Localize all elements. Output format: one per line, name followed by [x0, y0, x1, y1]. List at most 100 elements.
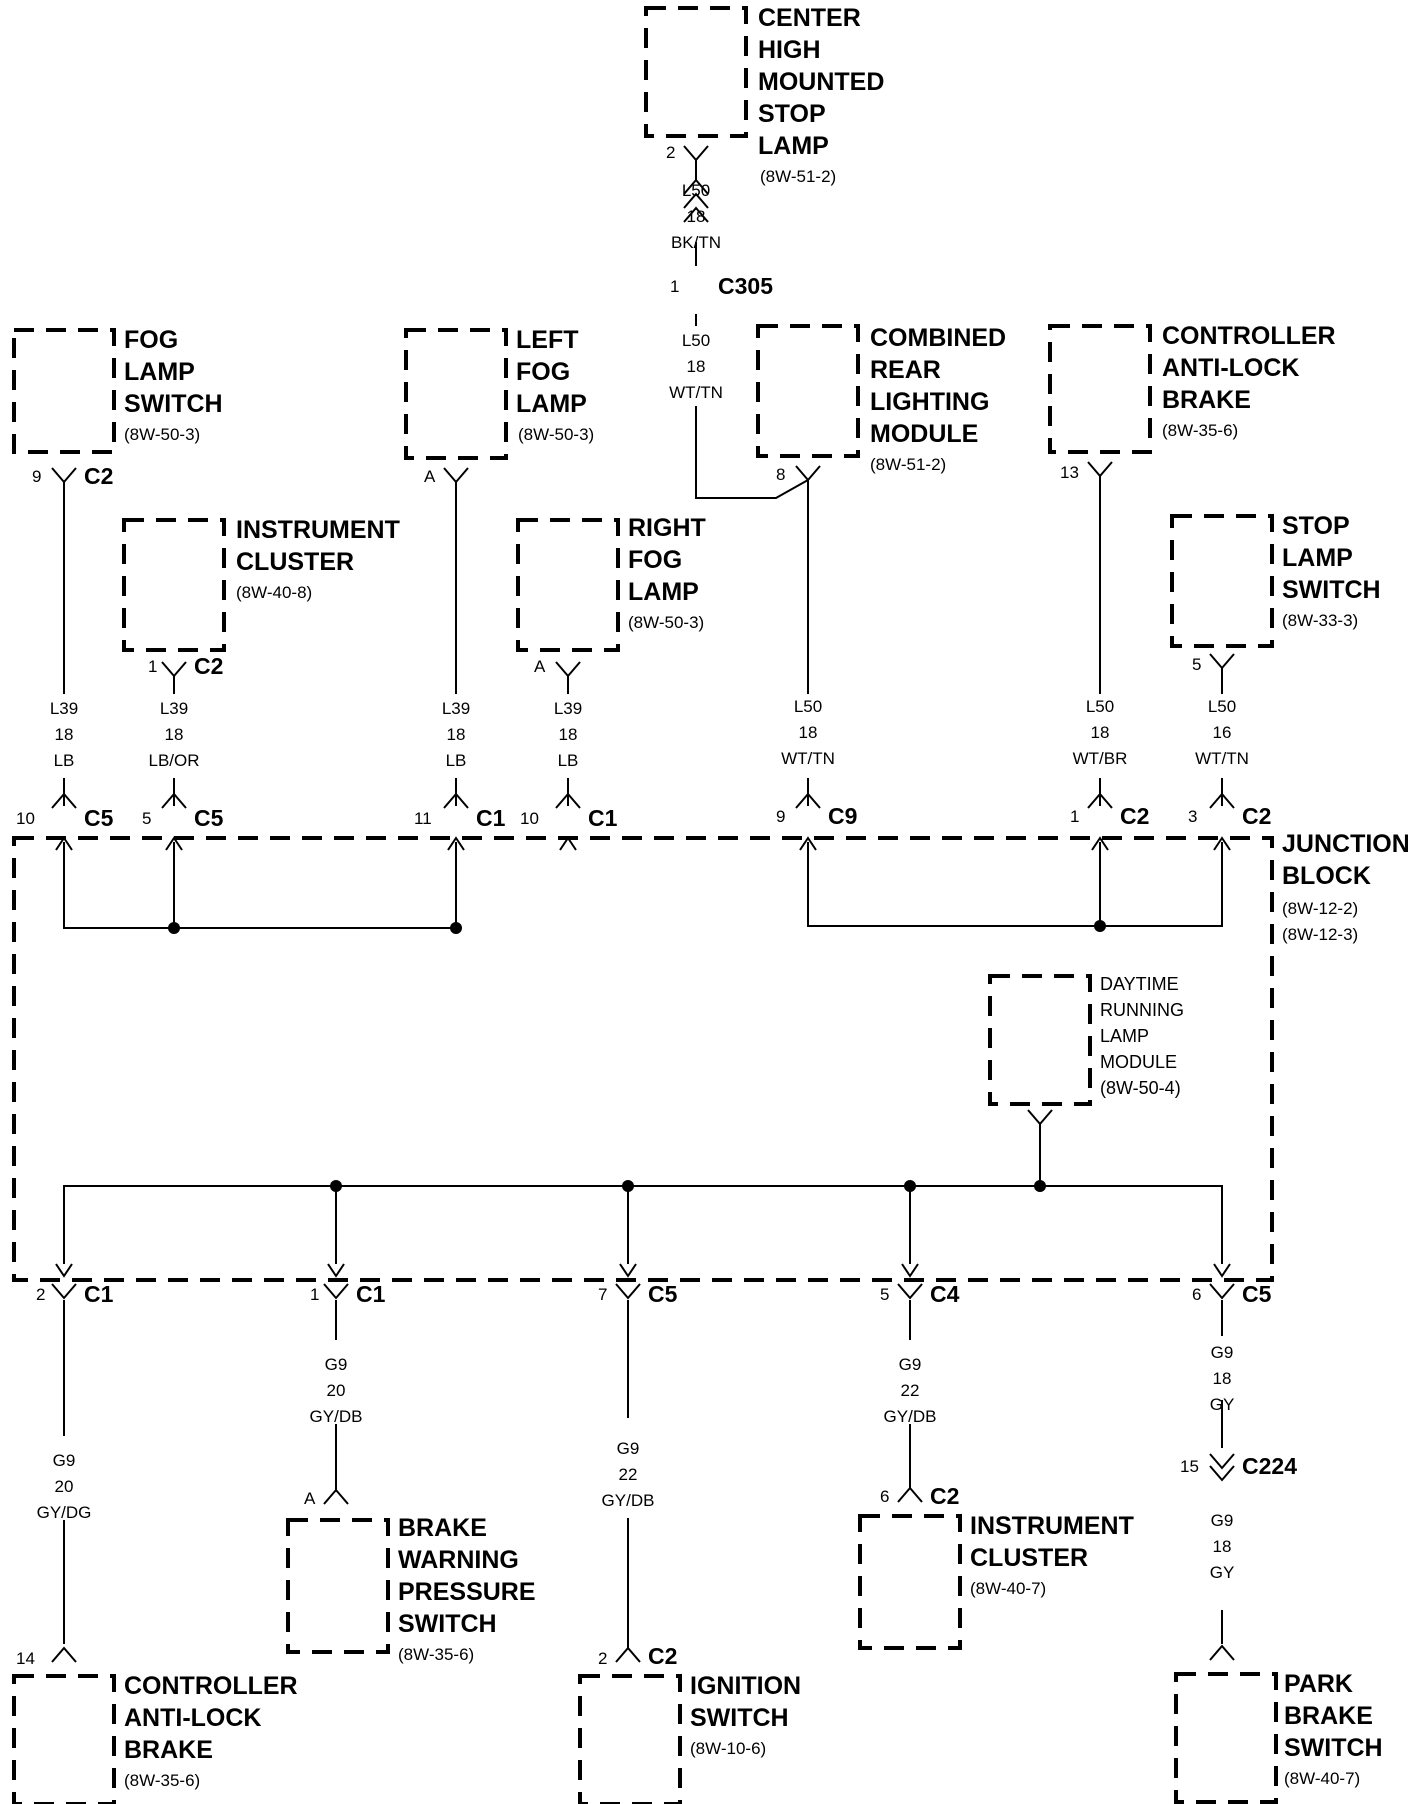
ic-bot-ref: (8W-40-7): [970, 1579, 1046, 1598]
wire-cab-top-color: WT/BR: [1073, 749, 1128, 768]
stop-switch-ref: (8W-33-3): [1282, 611, 1358, 630]
cab-top-line-3: BRAKE: [1162, 386, 1251, 414]
drl-line-1: DAYTIME: [1100, 974, 1179, 994]
wire-labels: L50 18 BK/TN L50 18 WT/TN L39 18 LB L39 …: [37, 181, 1249, 1582]
brake-warn-line-2: WARNING: [398, 1546, 519, 1574]
pin-cab-bot: 14: [16, 1649, 35, 1668]
wire-stop-sw-color: WT/TN: [1195, 749, 1249, 768]
left-fog-label: LEFT FOG LAMP (8W-50-3): [516, 326, 594, 444]
wire-c305-crlm-color: WT/TN: [669, 383, 723, 402]
fog-switch-label: FOG LAMP SWITCH (8W-50-3): [124, 326, 223, 444]
brake-warn-label: BRAKE WARNING PRESSURE SWITCH (8W-35-6): [398, 1514, 536, 1664]
wire-crlm-jb-gauge: 18: [799, 723, 818, 742]
conn-jb-c1-1: C1: [356, 1281, 386, 1307]
pin-jb-c1-11: 11: [414, 809, 432, 828]
wire-chmsl-c305-color: BK/TN: [671, 233, 721, 252]
drl-label: DAYTIME RUNNING LAMP MODULE (8W-50-4): [1100, 974, 1184, 1098]
wire-fog-sw-gauge: 18: [55, 725, 74, 744]
crlm-ref: (8W-51-2): [870, 455, 946, 474]
drl-line-3: LAMP: [1100, 1026, 1149, 1046]
wire-chmsl-c305-gauge: 18: [687, 207, 706, 226]
cab-bot-box: [12, 1674, 116, 1804]
right-fog-label: RIGHT FOG LAMP (8W-50-3): [628, 514, 706, 632]
wire-cab-top-circuit: L50: [1086, 697, 1114, 716]
crlm-line-1: COMBINED: [870, 324, 1006, 352]
crlm-box: [756, 324, 860, 458]
cab-bot-line-3: BRAKE: [124, 1736, 213, 1764]
wire-park-upper-gauge: 18: [1213, 1369, 1232, 1388]
ignition-line-1: IGNITION: [690, 1672, 801, 1700]
wire-ignition-gauge: 22: [619, 1465, 638, 1484]
wire-brake-warn-gauge: 20: [327, 1381, 346, 1400]
cab-bot-label: CONTROLLER ANTI-LOCK BRAKE (8W-35-6): [124, 1672, 298, 1790]
pin-jb-c2-3: 3: [1188, 807, 1197, 826]
ic-top-label: INSTRUMENT CLUSTER (8W-40-8): [236, 516, 400, 602]
pin-jb-c1-2: 2: [36, 1285, 45, 1304]
brake-warn-line-1: BRAKE: [398, 1514, 487, 1542]
conn-ic-top: C2: [194, 653, 223, 679]
drl-line-2: RUNNING: [1100, 1000, 1184, 1020]
wire-crlm-jb-color: WT/TN: [781, 749, 835, 768]
park-brake-line-3: SWITCH: [1284, 1734, 1383, 1762]
pin-jb-c1-10: 10: [520, 809, 539, 828]
stop-switch-box: [1170, 514, 1274, 648]
wire-fog-sw-circuit: L39: [50, 699, 78, 718]
pin-crlm: 8: [776, 465, 785, 484]
chmsl-ref: (8W-51-2): [760, 167, 836, 186]
crlm-line-4: MODULE: [870, 420, 978, 448]
pin-jb-c5-6: 6: [1192, 1285, 1201, 1304]
park-brake-box: [1174, 1672, 1278, 1804]
junction-line-2: BLOCK: [1282, 862, 1371, 890]
wire-park-upper-color: GY: [1210, 1395, 1235, 1414]
ic-bot-line-2: CLUSTER: [970, 1544, 1088, 1572]
brake-warn-line-3: PRESSURE: [398, 1578, 536, 1606]
right-fog-line-1: RIGHT: [628, 514, 706, 542]
wire-cab-top-gauge: 18: [1091, 723, 1110, 742]
conn-jb-c5-5: C5: [194, 805, 224, 831]
wire-ic-top-color: LB/OR: [148, 751, 199, 770]
pin-left-fog: A: [424, 467, 436, 486]
conn-jb-c4-5: C4: [930, 1281, 960, 1307]
conn-ignition: C2: [648, 1643, 677, 1669]
pin-ic-top: 1: [148, 657, 157, 676]
wire-ignition-circuit: G9: [617, 1439, 640, 1458]
wire-left-fog-circuit: L39: [442, 699, 470, 718]
ignition-line-2: SWITCH: [690, 1704, 789, 1732]
pin-jb-c1-1: 1: [310, 1285, 319, 1304]
wire-left-fog-gauge: 18: [447, 725, 466, 744]
wire-ignition-color: GY/DB: [602, 1491, 655, 1510]
pin-stop-switch: 5: [1192, 655, 1201, 674]
left-fog-line-3: LAMP: [516, 390, 587, 418]
pin-brake-warn: A: [304, 1489, 316, 1508]
conn-jb-c5-6: C5: [1242, 1281, 1272, 1307]
conn-jb-c2-3: C2: [1242, 803, 1271, 829]
right-fog-ref: (8W-50-3): [628, 613, 704, 632]
fog-switch-box: [12, 328, 116, 454]
cab-top-line-2: ANTI-LOCK: [1162, 354, 1299, 382]
conn-jb-c9-9: C9: [828, 803, 857, 829]
pin-c305: 1: [670, 277, 679, 296]
fog-switch-ref: (8W-50-3): [124, 425, 200, 444]
junction-line-1: JUNCTION: [1282, 830, 1408, 858]
right-fog-box: [516, 518, 620, 652]
left-fog-ref: (8W-50-3): [518, 425, 594, 444]
wire-c305-crlm-gauge: 18: [687, 357, 706, 376]
stop-switch-label: STOP LAMP SWITCH (8W-33-3): [1282, 512, 1381, 630]
cab-top-ref: (8W-35-6): [1162, 421, 1238, 440]
wire-park-upper-circuit: G9: [1211, 1343, 1234, 1362]
wire-ic-bot-color: GY/DB: [884, 1407, 937, 1426]
ic-bot-label: INSTRUMENT CLUSTER (8W-40-7): [970, 1512, 1134, 1598]
conn-ic-bot: C2: [930, 1483, 959, 1509]
conn-jb-c1-11: C1: [476, 805, 506, 831]
chmsl-label: CENTER HIGH MOUNTED STOP LAMP (8W-51-2): [758, 4, 884, 186]
cab-top-box: [1048, 324, 1152, 454]
wire-crlm-jb-circuit: L50: [794, 697, 822, 716]
pin-jb-c2-1: 1: [1070, 807, 1079, 826]
conn-jb-c1-10: C1: [588, 805, 618, 831]
conn-jb-c2-1: C2: [1120, 803, 1149, 829]
wire-park-lower-gauge: 18: [1213, 1537, 1232, 1556]
park-brake-line-1: PARK: [1284, 1670, 1353, 1698]
junction-label: JUNCTION BLOCK (8W-12-2) (8W-12-3): [1282, 830, 1408, 944]
wire-left-fog-color: LB: [446, 751, 467, 770]
